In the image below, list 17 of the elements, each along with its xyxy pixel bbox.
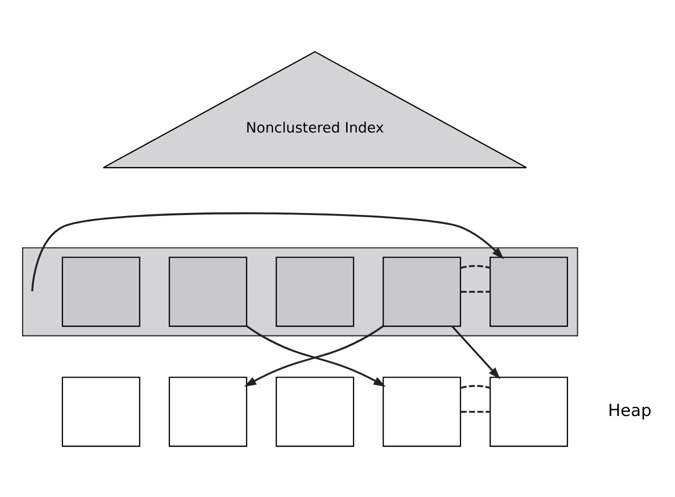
node-box <box>62 376 140 446</box>
node-box <box>382 376 462 446</box>
node-box <box>382 256 462 326</box>
node-box <box>276 256 354 326</box>
node-box <box>490 256 568 326</box>
connector <box>460 410 490 412</box>
node-box <box>62 256 140 326</box>
connector <box>460 384 490 388</box>
connector <box>460 264 490 268</box>
arrow <box>452 325 500 379</box>
node-box <box>168 376 248 446</box>
arrow <box>31 212 504 291</box>
connector <box>460 290 490 292</box>
label: Heap <box>608 400 652 420</box>
node-box <box>490 376 568 446</box>
node-box <box>168 256 248 326</box>
node-box <box>276 376 354 446</box>
